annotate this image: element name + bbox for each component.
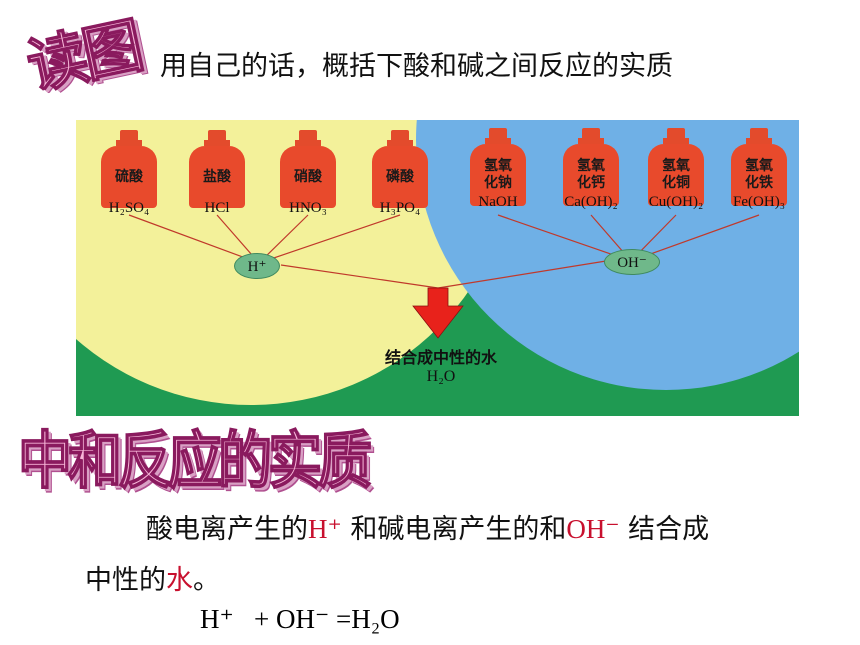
formula-hno3: HNO₃ (289, 200, 327, 216)
essence-text: 结合成 (619, 514, 710, 545)
hydroxide-ion-highlight: OH⁻ (566, 514, 620, 544)
water-formula: H₂O (426, 368, 456, 385)
essence-text: 。 (193, 565, 220, 596)
formula-h3po4: H₃PO₄ (379, 200, 421, 216)
acid-line-4 (258, 214, 401, 264)
result-arrow (412, 287, 464, 339)
neutralization-equation: H⁺ + OH⁻ =H₂O (200, 604, 400, 634)
result-text: 结合成中性的水 (384, 348, 497, 367)
bottle-nitric-acid: 硝酸 (280, 130, 336, 208)
instruction-text: 用自己的话，概括下酸和碱之间反应的实质 (160, 51, 673, 82)
hplus-line (280, 264, 439, 289)
essence-line-2: 中性的水。 (85, 558, 220, 597)
formula-cuoh2: Cu(OH)₂ (648, 194, 704, 210)
hydroxide-ion-bubble: OH⁻ (604, 249, 660, 275)
bottle-copper-hydroxide: 氢氧化铜 (648, 128, 704, 206)
bottle-sulfuric-acid: 硫酸 (101, 130, 157, 208)
formula-feoh3: Fe(OH)₃ (733, 194, 785, 210)
ohminus-line (437, 260, 607, 289)
read-diagram-title: 读图 (21, 10, 147, 103)
bottle-sodium-hydroxide: 氢氧化钠 (470, 128, 526, 206)
essence-text: 酸电离产生的 (146, 514, 308, 545)
hydrogen-ion-bubble: H⁺ (234, 253, 280, 279)
bottle-iron-hydroxide: 氢氧化铁 (731, 128, 787, 206)
formula-h2so4: H₂SO₄ (108, 200, 150, 216)
water-highlight: 水 (166, 565, 193, 596)
formula-caoh2: Ca(OH)₂ (564, 194, 618, 210)
bottle-phosphoric-acid: 磷酸 (372, 130, 428, 208)
formula-hcl: HCl (204, 200, 230, 216)
hydrogen-ion-highlight: H⁺ (308, 514, 342, 544)
essence-line-1: 酸电离产生的H⁺ 和碱电离产生的和OH⁻ 结合成 (146, 507, 709, 546)
formula-naoh: NaOH (478, 194, 518, 210)
acid-line-1 (128, 214, 260, 264)
bottle-calcium-hydroxide: 氢氧化钙 (563, 128, 619, 206)
neutralization-essence-title: 中和反应的实质 (17, 424, 373, 497)
acid-base-diagram: 硫酸 H₂SO₄ 盐酸 HCl 硝酸 HNO₃ 磷酸 H₃PO₄ 氢氧化钠 Na… (76, 120, 799, 416)
essence-text: 中性的 (85, 565, 166, 596)
essence-text: 和碱电离产生的和 (341, 514, 567, 545)
bottle-hydrochloric-acid: 盐酸 (189, 130, 245, 208)
